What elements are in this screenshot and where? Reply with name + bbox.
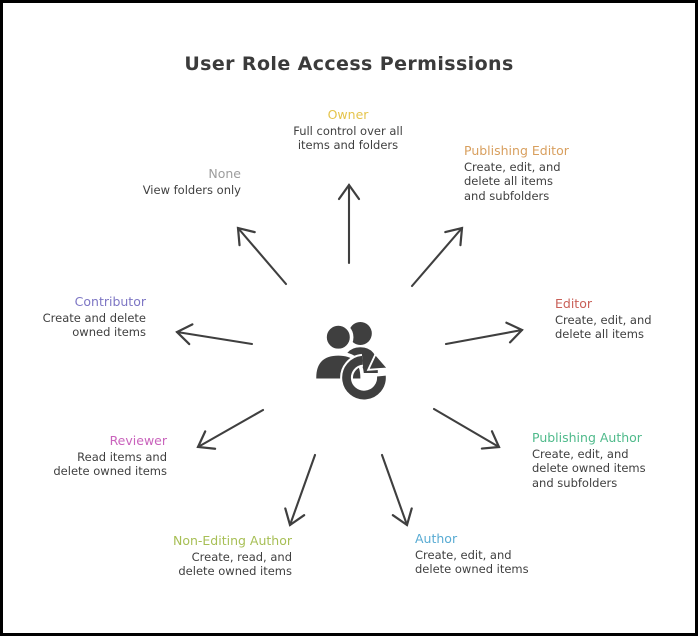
arrow-contributor <box>175 323 254 346</box>
role-reviewer-description: Read items and delete owned items <box>53 450 167 479</box>
role-none: None View folders only <box>101 166 241 197</box>
role-publishing-editor: Publishing Editor Create, edit, and dele… <box>464 143 624 203</box>
role-publishing-author: Publishing Author Create, edit, and dele… <box>532 430 692 490</box>
arrow-publishing-editor <box>410 226 464 288</box>
arrow-reviewer <box>196 408 265 450</box>
role-reviewer: Reviewer Read items and delete owned ite… <box>44 433 167 479</box>
role-contributor-description: Create and delete owned items <box>42 311 146 340</box>
role-author-name: Author <box>415 531 458 546</box>
page-title: User Role Access Permissions <box>184 53 514 75</box>
role-non-editing-author-description: Create, read, and delete owned items <box>178 550 292 579</box>
role-publishing-author-name: Publishing Author <box>532 430 642 445</box>
arrow-editor <box>444 321 524 346</box>
role-contributor: Contributor Create and delete owned item… <box>23 294 146 340</box>
role-contributor-name: Contributor <box>74 294 146 309</box>
role-publishing-author-description: Create, edit, and delete owned items and… <box>532 447 646 490</box>
role-none-name: None <box>208 166 241 181</box>
role-publishing-editor-name: Publishing Editor <box>464 143 569 158</box>
role-owner-description: Full control over all items and folders <box>293 124 403 153</box>
role-none-description: View folders only <box>142 183 241 197</box>
role-publishing-editor-description: Create, edit, and delete all items and s… <box>464 160 561 203</box>
role-editor: Editor Create, edit, and delete all item… <box>555 296 690 342</box>
role-author: Author Create, edit, and delete owned it… <box>415 531 550 577</box>
arrow-non-editing-author <box>284 453 317 527</box>
role-author-description: Create, edit, and delete owned items <box>415 548 529 577</box>
role-editor-description: Create, edit, and delete all items <box>555 313 652 342</box>
role-owner: Owner Full control over all items and fo… <box>273 107 423 153</box>
arrow-author <box>380 453 413 527</box>
role-non-editing-author: Non-Editing Author Create, read, and del… <box>170 533 292 579</box>
role-editor-name: Editor <box>555 296 592 311</box>
arrow-publishing-author <box>432 407 501 450</box>
users-refresh-icon <box>312 322 390 402</box>
role-owner-name: Owner <box>327 107 369 122</box>
arrow-none <box>236 226 288 286</box>
role-non-editing-author-name: Non-Editing Author <box>172 533 292 548</box>
role-reviewer-name: Reviewer <box>109 433 167 448</box>
